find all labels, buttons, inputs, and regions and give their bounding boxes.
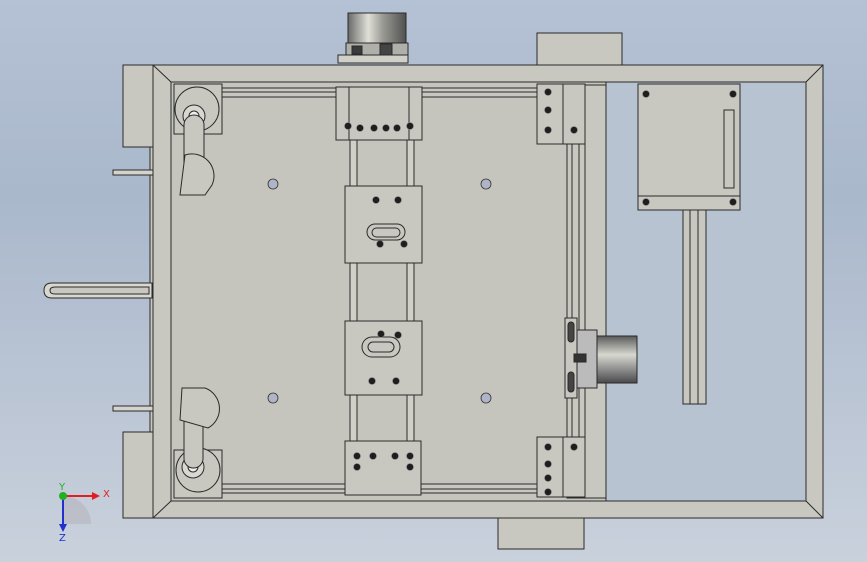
screw-head — [544, 474, 552, 482]
right-rail-outer — [566, 84, 586, 499]
screw-head — [377, 330, 385, 338]
pulley-top-left[interactable] — [173, 83, 223, 196]
screw-head — [642, 90, 650, 98]
screw-head — [392, 377, 400, 385]
screw-head — [391, 452, 399, 460]
screw-head — [642, 198, 650, 206]
z-axis-label: Z — [59, 533, 66, 544]
screw-head — [344, 122, 352, 130]
screw-head — [729, 90, 737, 98]
screw-head — [353, 463, 361, 471]
screw-head — [353, 452, 361, 460]
coordinate-triad-icon — [59, 492, 100, 532]
bottom-bracket[interactable] — [497, 514, 585, 550]
screw-head — [406, 452, 414, 460]
x-axis-label: X — [103, 489, 110, 500]
pulley-bottom-left[interactable] — [173, 387, 223, 499]
screw-head — [370, 124, 378, 132]
screw-head — [393, 124, 401, 132]
right-rail-inner — [584, 84, 607, 499]
plate-holes — [267, 178, 492, 404]
left-mount-top[interactable] — [122, 64, 156, 148]
top-right-bracket[interactable] — [536, 32, 623, 67]
screw-head — [368, 377, 376, 385]
corner-bracket-top[interactable] — [536, 83, 586, 145]
top-rod-block[interactable] — [335, 86, 423, 141]
screw-head — [382, 124, 390, 132]
screw-head — [544, 126, 552, 134]
screw-head — [369, 452, 377, 460]
screw-head — [376, 240, 384, 248]
right-motor[interactable] — [564, 317, 638, 399]
stepper-mount[interactable] — [637, 83, 741, 211]
left-shaft-bottom[interactable] — [112, 405, 154, 412]
screw-head — [372, 196, 380, 204]
screw-head — [356, 124, 364, 132]
screw-head — [544, 443, 552, 451]
screw-head — [406, 463, 414, 471]
base-plate[interactable] — [170, 81, 607, 502]
screw-head — [570, 126, 578, 134]
screw-head — [544, 106, 552, 114]
screw-head — [544, 460, 552, 468]
screw-head — [729, 198, 737, 206]
screw-head — [400, 240, 408, 248]
linear-rail-vertical — [682, 209, 707, 405]
left-handle[interactable] — [43, 282, 163, 299]
screw-head — [406, 122, 414, 130]
left-shaft-top[interactable] — [112, 169, 154, 176]
y-axis-label: Y — [59, 482, 66, 493]
screw-head — [394, 331, 402, 339]
corner-bracket-bottom[interactable] — [536, 436, 586, 498]
screw-head — [570, 443, 578, 451]
y-axis-dot — [59, 492, 67, 500]
left-mount-bottom[interactable] — [122, 431, 156, 519]
top-motor[interactable] — [337, 12, 409, 64]
fasteners — [344, 88, 737, 496]
carriage-upper[interactable] — [344, 185, 423, 264]
screw-head — [544, 488, 552, 496]
screw-head — [394, 196, 402, 204]
screw-head — [544, 88, 552, 96]
